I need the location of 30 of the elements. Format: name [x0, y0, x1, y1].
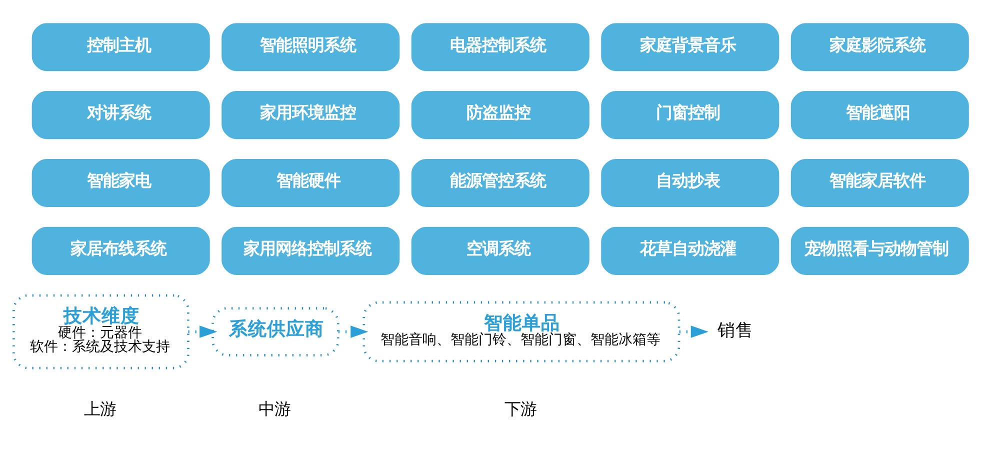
node-label: 中游: [258, 400, 290, 419]
node-box: 家庭影院系统: [790, 23, 969, 72]
node-box: 技术维度 硬件：元器件 软件：系统及技术支持: [12, 294, 190, 370]
node-box: 智能家居软件: [790, 158, 969, 207]
node-label: 下游: [504, 400, 536, 419]
node-box: 智能遮阳: [790, 91, 969, 140]
node-box: 门窗控制: [601, 91, 780, 140]
node-box: 家用网络控制系统: [222, 226, 400, 275]
node-box: 防盗监控: [411, 91, 590, 140]
node-box: 自动抄表: [601, 158, 780, 207]
node-text: 销售: [718, 320, 754, 341]
arrow: [338, 326, 368, 338]
node-box: 智能家电: [32, 158, 210, 207]
node-box: 家用环境监控: [222, 91, 400, 140]
node-box: 电器控制系统: [411, 23, 590, 72]
node-box: 智能照明系统: [222, 23, 400, 72]
node-box: 家居布线系统: [32, 226, 210, 275]
node-box: 花草自动浇灌: [601, 226, 780, 275]
node-box: 空调系统: [411, 226, 590, 275]
node-box: 控制主机: [32, 23, 210, 72]
node-box: 智能硬件: [222, 158, 400, 207]
arrow: [679, 326, 708, 338]
node-box: 家庭背景音乐: [601, 23, 780, 72]
node-box: 对讲系统: [32, 91, 210, 140]
node-box: 能源管控系统: [411, 158, 590, 207]
node-label: 上游: [84, 400, 116, 419]
node-box: 系统供应商: [212, 307, 340, 356]
node-box: 智能单品 智能音响、智能门铃、智能门窗、智能冰箱等: [362, 301, 680, 362]
arrow: [188, 326, 218, 338]
node-box: 宠物照看与动物管制: [790, 226, 969, 275]
